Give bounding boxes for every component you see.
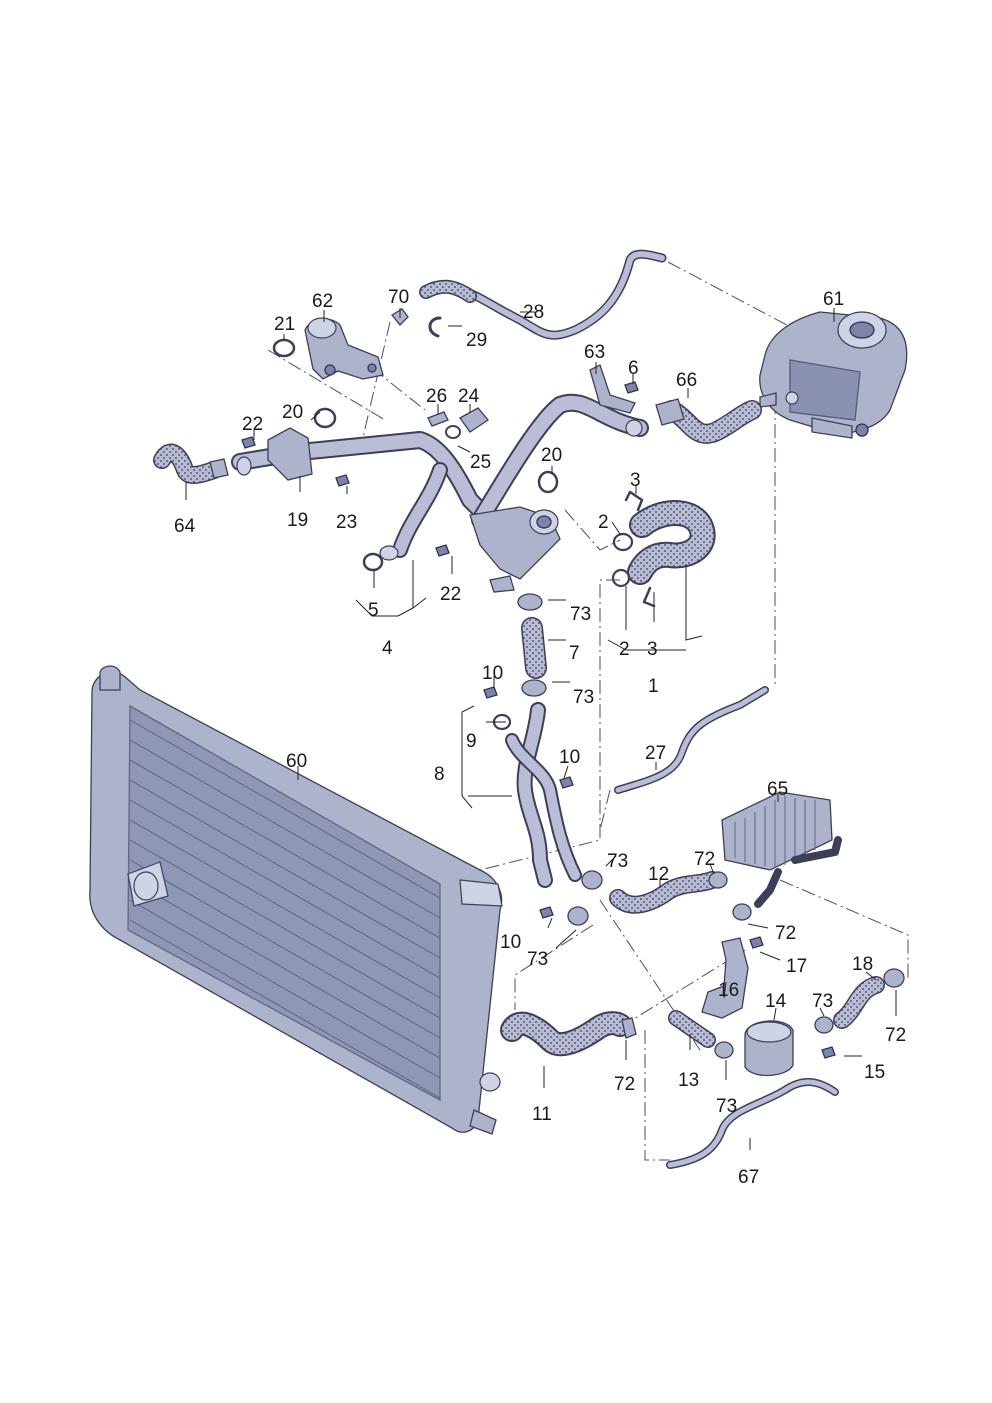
part-7-hose (517, 593, 547, 697)
callout-7: 7 (569, 643, 580, 664)
callout-19: 19 (287, 510, 308, 531)
callout-28: 28 (523, 302, 544, 323)
callout-21: 21 (274, 314, 295, 335)
callout-23: 23 (336, 512, 357, 533)
callout-73-b: 73 (573, 687, 594, 708)
callout-2-lower: 2 (619, 639, 630, 660)
callout-5: 5 (368, 600, 379, 621)
callout-17: 17 (786, 956, 807, 977)
part-20-seal-upper (313, 407, 337, 429)
part-63-bracket (589, 364, 636, 414)
part-14-pump (744, 1020, 794, 1077)
part-5-seal (362, 552, 384, 572)
part-66-hose (655, 398, 762, 444)
part-24-sensor (445, 407, 489, 439)
callout-4: 4 (382, 638, 393, 659)
callout-26: 26 (426, 386, 447, 407)
callout-10-c: 10 (500, 932, 521, 953)
callout-13: 13 (678, 1070, 699, 1091)
callout-72-b: 72 (775, 923, 796, 944)
callout-20-lower: 20 (541, 445, 562, 466)
part-16-bracket (701, 937, 749, 1019)
part-64-hose (153, 443, 229, 484)
callout-12: 12 (648, 864, 669, 885)
part-4-coolant-pipe (231, 393, 649, 593)
leader-lines (185, 308, 897, 1150)
part-11-hose (500, 906, 637, 1057)
part-20-seal-lower (537, 470, 559, 494)
callout-73-d: 73 (527, 949, 548, 970)
callout-16: 16 (718, 980, 739, 1001)
callout-67: 67 (738, 1167, 759, 1188)
callout-65: 65 (767, 779, 788, 800)
callout-6: 6 (628, 358, 639, 379)
callout-72-d: 72 (614, 1074, 635, 1095)
callout-73-c: 73 (607, 851, 628, 872)
part-26-clip (427, 411, 449, 427)
part-60-radiator (89, 665, 503, 1135)
part-13-hose (668, 1010, 734, 1059)
callout-22-lower: 22 (440, 584, 461, 605)
callout-22-upper: 22 (242, 414, 263, 435)
callout-60: 60 (286, 751, 307, 772)
callout-61: 61 (823, 289, 844, 310)
part-8-pipe (492, 702, 582, 888)
part-65-oil-cooler (721, 791, 842, 908)
callout-70: 70 (388, 287, 409, 308)
part-67-pipe (666, 1078, 839, 1169)
callout-63: 63 (584, 342, 605, 363)
callout-18: 18 (852, 954, 873, 975)
part-27-pipe (614, 686, 769, 794)
callout-73-f: 73 (716, 1096, 737, 1117)
callout-73-a: 73 (570, 604, 591, 625)
callout-14: 14 (765, 991, 787, 1012)
callout-11: 11 (532, 1104, 552, 1125)
part-12-hose (581, 870, 728, 914)
callout-9: 9 (466, 731, 477, 752)
part-62-flange (304, 317, 384, 380)
callout-29: 29 (466, 330, 487, 351)
callout-2-upper: 2 (598, 512, 609, 533)
callout-20-upper: 20 (282, 402, 303, 423)
part-61-expansion-tank (759, 311, 908, 439)
part-29-clip (428, 316, 442, 338)
callout-1: 1 (648, 676, 659, 697)
bolts (241, 381, 836, 1059)
callout-3-lower: 3 (647, 639, 658, 660)
radiator-fins (129, 719, 441, 1099)
part-3-hose (611, 490, 716, 608)
callout-62: 62 (312, 291, 333, 312)
callout-66: 66 (676, 370, 697, 391)
part-28-bleed-pipe (419, 249, 667, 340)
callout-10-a: 10 (482, 663, 503, 684)
callout-73-e: 73 (812, 991, 833, 1012)
part-21-seal (272, 338, 296, 358)
callout-64: 64 (174, 516, 196, 537)
callout-10-b: 10 (559, 747, 580, 768)
callout-24: 24 (458, 386, 480, 407)
callout-72-c: 72 (885, 1025, 906, 1046)
callout-15: 15 (864, 1062, 885, 1083)
part-18-hose (732, 903, 905, 1034)
callout-27: 27 (645, 743, 666, 764)
callout-8: 8 (434, 764, 445, 785)
callout-25: 25 (470, 452, 491, 473)
callout-numbers: 70 62 21 28 29 61 63 6 66 26 24 20 22 25… (174, 287, 906, 1188)
callout-3-upper: 3 (630, 470, 641, 491)
callout-72-a: 72 (694, 849, 715, 870)
